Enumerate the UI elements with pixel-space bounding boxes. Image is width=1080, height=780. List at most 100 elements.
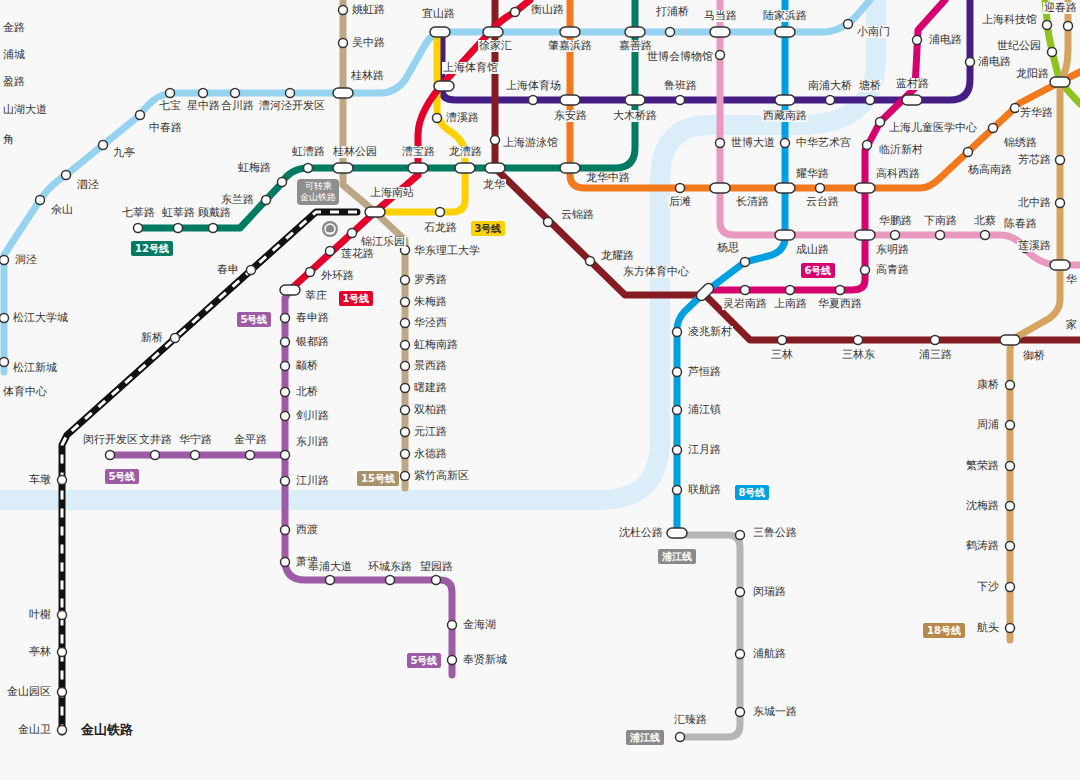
station-name: 塘桥 xyxy=(858,80,882,92)
station-name: 浦航路 xyxy=(752,648,787,660)
station-dot xyxy=(326,576,335,585)
station-dot xyxy=(826,96,835,105)
station-name: 马当路 xyxy=(703,10,738,22)
station-dot xyxy=(1048,48,1057,57)
station-name: 打浦桥 xyxy=(655,6,690,18)
station-name: 龙华 xyxy=(482,179,506,191)
station-dot xyxy=(448,621,457,630)
station-name: 鹤涛路 xyxy=(965,540,1000,552)
station-dot xyxy=(136,111,145,120)
badge-text: 1号线 xyxy=(343,293,370,304)
station-name: 世博大道 xyxy=(730,137,776,149)
station-dot xyxy=(544,218,553,227)
station-name: 虹漕路 xyxy=(291,146,326,158)
station-dot xyxy=(246,451,255,460)
station-name: 星中路 xyxy=(186,100,221,112)
station-name: 九亭 xyxy=(112,147,136,159)
station-name: 奉浦大道 xyxy=(307,561,353,573)
interchange-capsule xyxy=(560,27,580,37)
station-dot xyxy=(166,89,175,98)
station-dot xyxy=(62,171,71,180)
station-dot xyxy=(262,196,271,205)
station-name: 龙漕路 xyxy=(448,146,483,158)
station-dot xyxy=(778,336,787,345)
station-dot xyxy=(99,141,108,150)
station-name: 东川路 xyxy=(295,436,330,448)
station-dot xyxy=(1006,583,1015,592)
station-dot xyxy=(511,8,520,17)
station-name: 芦恒路 xyxy=(687,366,722,378)
station-name: 东方体育中心 xyxy=(622,266,690,278)
station-name: 临沂新村 xyxy=(878,144,924,156)
station-dot xyxy=(1056,156,1065,165)
station-dot xyxy=(281,477,290,486)
station-name: 金山卫 xyxy=(17,724,52,736)
station-dot xyxy=(281,558,290,567)
station-name: 浦电路 xyxy=(928,34,963,46)
station-name: 洞泾 xyxy=(14,254,38,266)
interchange-capsule xyxy=(710,183,730,193)
station-name: 东城一路 xyxy=(752,706,798,718)
station-dot xyxy=(964,148,973,157)
pujiang-line xyxy=(677,535,740,737)
station-name: 灵岩南路 xyxy=(722,298,768,310)
station-name: 康桥 xyxy=(976,379,1000,391)
station-dot xyxy=(1056,199,1065,208)
station-name: 龙华中路 xyxy=(585,172,631,184)
station-name: 后滩 xyxy=(668,196,692,208)
station-dot xyxy=(876,118,885,127)
station-name: 陆家浜路 xyxy=(762,10,808,22)
station-dot xyxy=(861,266,870,275)
station-name: 外环路 xyxy=(320,270,355,282)
interchange-capsule xyxy=(855,183,875,193)
station-dot xyxy=(58,611,67,620)
interchange-capsule xyxy=(775,230,795,240)
line-15 xyxy=(343,0,405,488)
station-dot xyxy=(1006,462,1015,471)
station-name: 漕河泾开发区 xyxy=(258,100,326,112)
station-dot xyxy=(191,451,200,460)
station-dot xyxy=(741,286,750,295)
station-dot xyxy=(281,526,290,535)
station-name: 西藏南路 xyxy=(762,110,808,122)
station-name: 上海科技馆 xyxy=(981,14,1038,26)
station-name: 虹莘路 xyxy=(161,207,196,219)
station-dot xyxy=(401,384,410,393)
station-name: 金路 xyxy=(2,22,26,34)
station-name: 芳华路 xyxy=(1019,107,1054,119)
station-name: 中华艺术宫 xyxy=(795,137,852,149)
station-name: 金山园区 xyxy=(6,686,52,698)
interchange-capsule xyxy=(483,27,503,37)
station-dot xyxy=(433,114,442,123)
station-dot xyxy=(673,406,682,415)
interchange-capsule xyxy=(485,163,505,173)
line-5-branch xyxy=(110,452,285,459)
station-name: 凌兆新村 xyxy=(687,326,733,338)
line-badge: 5号线 xyxy=(407,653,442,668)
station-dot xyxy=(174,224,183,233)
station-dot xyxy=(339,39,348,48)
station-dot xyxy=(1064,22,1073,31)
station-name: 高科西路 xyxy=(875,168,921,180)
station-dot xyxy=(281,388,290,397)
station-name: 文井路 xyxy=(138,434,173,446)
station-dot xyxy=(281,451,290,460)
station-name: 三鲁公路 xyxy=(752,527,798,539)
railway-icon xyxy=(322,221,338,237)
line-badge: 浦江线 xyxy=(658,549,696,564)
badge-text: 5号线 xyxy=(109,471,136,482)
station-dot xyxy=(0,256,9,265)
interchange-capsule xyxy=(775,183,795,193)
river xyxy=(0,0,876,500)
interchange-capsule xyxy=(625,27,645,37)
station-dot xyxy=(529,96,538,105)
station-name: 上海游泳馆 xyxy=(502,137,559,149)
station-dot xyxy=(673,446,682,455)
station-name: 桂林路 xyxy=(350,70,385,82)
station-name: 莲溪路 xyxy=(1017,240,1052,252)
station-name: 北中路 xyxy=(1017,197,1052,209)
station-name: 鲁班路 xyxy=(663,80,698,92)
station-name: 沈杜公路 xyxy=(618,527,664,539)
station-name: 剑川路 xyxy=(295,410,330,422)
station-dot xyxy=(676,184,685,193)
